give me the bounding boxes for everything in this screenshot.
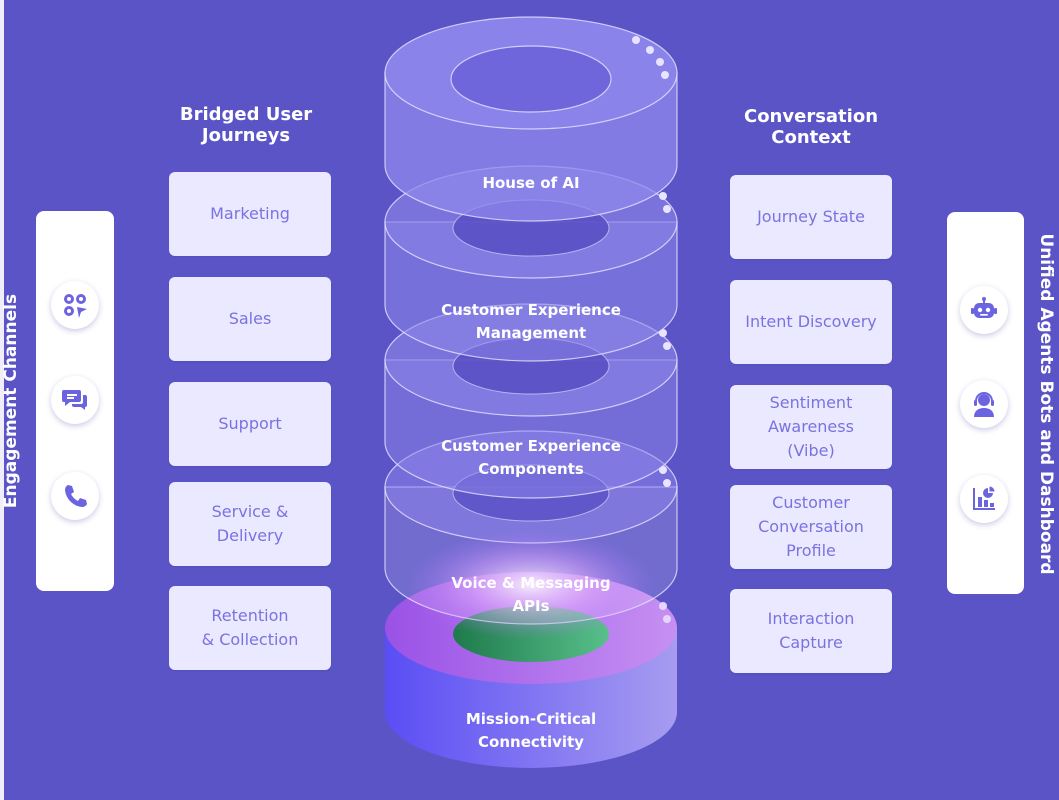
card-line: Journey State	[757, 207, 865, 226]
layer-label-line: Management	[475, 324, 587, 342]
card-line: Interaction	[767, 609, 855, 628]
layer-label-connectivity: Mission-Critical Connectivity	[381, 708, 681, 754]
right-column-title: Conversation Context	[731, 106, 891, 148]
context-card-customer-conversation-profile[interactable]: Customer Conversation Profile	[730, 485, 892, 569]
layer-label-line: Voice & Messaging	[451, 574, 611, 592]
status-dot	[646, 46, 654, 54]
context-card-intent-discovery[interactable]: Intent Discovery	[730, 280, 892, 364]
status-dot	[659, 602, 667, 610]
layer-label-cx-management: Customer Experience Management	[381, 299, 681, 345]
layer-label-line: Customer Experience	[441, 437, 621, 455]
card-line: Service &	[211, 502, 289, 521]
left-title-line2: Journeys	[201, 125, 291, 146]
status-dot	[656, 58, 664, 66]
left-title-line1: Bridged User	[179, 104, 313, 125]
left-edge	[0, 0, 4, 800]
status-dot	[663, 615, 671, 623]
dashboard-chart-icon[interactable]	[960, 475, 1008, 523]
card-line: Support	[218, 414, 282, 433]
layer-label-line: Customer Experience	[441, 301, 621, 319]
layer-house-of-ai[interactable]	[384, 16, 678, 222]
card-line: Capture	[779, 633, 843, 652]
status-dot	[632, 36, 640, 44]
card-line: & Collection	[201, 630, 299, 649]
context-card-journey-state[interactable]: Journey State	[730, 175, 892, 259]
card-line: Retention	[211, 606, 289, 625]
card-line: Intent Discovery	[745, 312, 877, 331]
layer-label-line: Connectivity	[478, 733, 584, 751]
left-column-title: Bridged User Journeys	[166, 104, 326, 146]
status-dot	[663, 479, 671, 487]
right-title-line1: Conversation	[743, 106, 879, 127]
engagement-channels-label: Engagement Channels	[1, 293, 21, 509]
card-line: Customer	[772, 493, 850, 512]
card-line: Awareness	[768, 417, 854, 436]
layer-label-cx-components: Customer Experience Components	[381, 435, 681, 481]
card-line: Conversation	[758, 517, 864, 536]
layer-label-line: Components	[478, 460, 584, 478]
status-dot	[663, 205, 671, 213]
headset-agent-icon[interactable]	[960, 380, 1008, 428]
layer-stack	[384, 16, 678, 768]
phone-icon[interactable]	[51, 472, 99, 520]
card-line: Delivery	[216, 526, 284, 545]
chat-bubbles-icon[interactable]	[51, 376, 99, 424]
card-line: Sales	[228, 309, 272, 328]
layer-label-voice-messaging: Voice & Messaging APIs	[381, 572, 681, 618]
card-line: Profile	[786, 541, 836, 560]
layer-label-house-of-ai: House of AI	[381, 172, 681, 195]
context-card-interaction-capture[interactable]: Interaction Capture	[730, 589, 892, 673]
journey-card-support[interactable]: Support	[169, 382, 331, 466]
layer-label-line: House of AI	[482, 174, 580, 192]
layer-label-line: Mission-Critical	[465, 710, 597, 728]
robot-icon[interactable]	[960, 286, 1008, 334]
card-line: (Vibe)	[787, 441, 835, 460]
status-dot	[659, 192, 667, 200]
journey-card-retention-collection[interactable]: Retention & Collection	[169, 586, 331, 670]
layer-label-line: APIs	[512, 597, 550, 615]
status-dot	[661, 71, 669, 79]
right-title-line2: Context	[771, 127, 851, 148]
journey-card-marketing[interactable]: Marketing	[169, 172, 331, 256]
api-glow	[406, 530, 656, 640]
status-dot	[663, 342, 671, 350]
social-apps-icon[interactable]	[51, 281, 99, 329]
unified-agents-label: Unified Agents Bots and Dashboard	[1036, 233, 1056, 575]
journey-card-sales[interactable]: Sales	[169, 277, 331, 361]
card-line: Marketing	[210, 204, 290, 223]
journey-card-service-delivery[interactable]: Service & Delivery	[169, 482, 331, 566]
context-card-sentiment-awareness[interactable]: Sentiment Awareness (Vibe)	[730, 385, 892, 469]
card-line: Sentiment	[769, 393, 853, 412]
